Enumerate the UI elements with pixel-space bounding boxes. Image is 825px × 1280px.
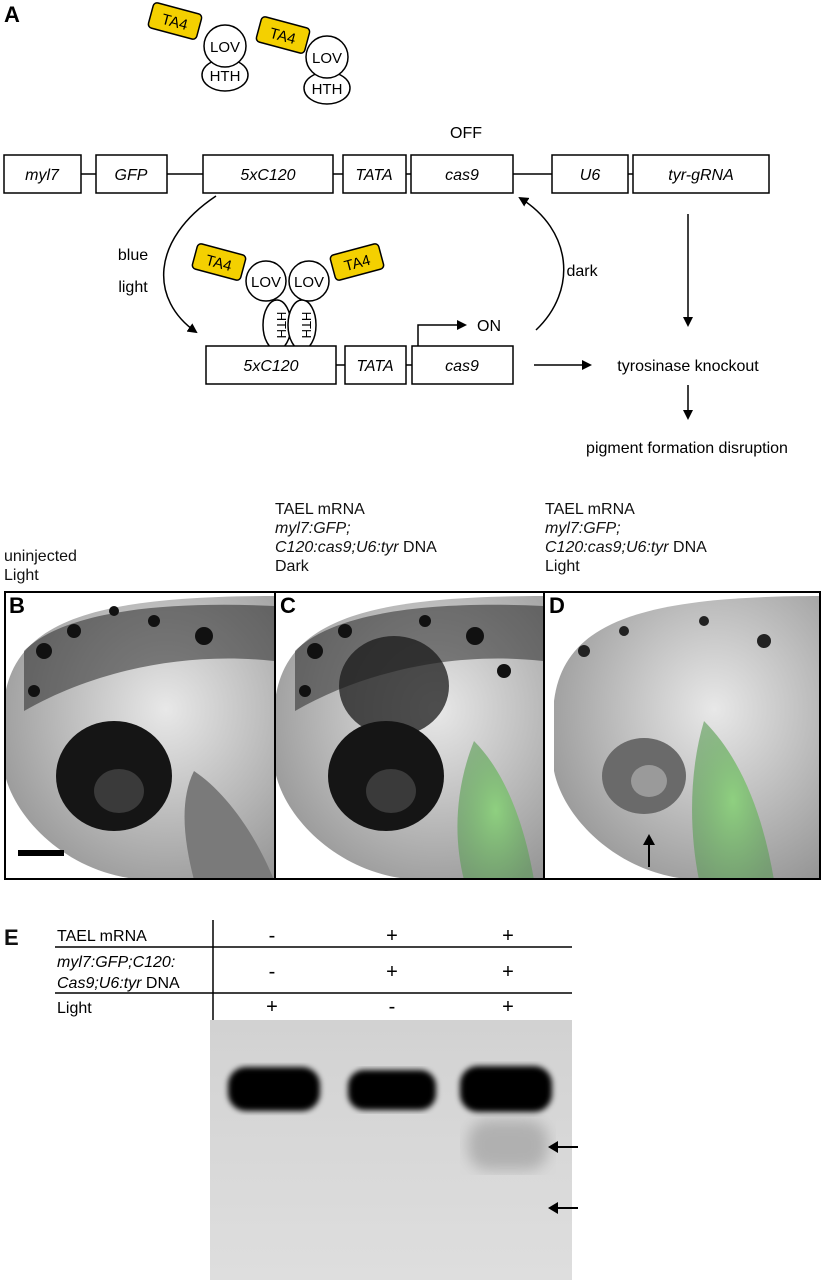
scale-bar [18,850,64,856]
box-tata: TATA [355,167,392,184]
val-r2-c2: + [502,996,514,1018]
gel-band-lane2 [348,1070,436,1110]
construct-top [3,154,770,194]
dark-label: dark [566,263,598,280]
disruption-label: pigment formation disruption [586,440,788,457]
svg-text:LOV: LOV [210,39,240,56]
panel-c-line3: C120:cas9;U6:tyr DNA [275,539,437,556]
panels-border [4,591,821,880]
svg-text:LOV: LOV [312,50,342,67]
panel-d-caption: TAEL mRNA myl7:GFP; C120:cas9;U6:tyr DNA… [545,500,707,576]
row-label-tael: TAEL mRNA [57,928,147,945]
svg-text:TA4: TA4 [268,25,298,48]
panel-letter-c: C [280,593,296,618]
val-r1-c1: + [386,961,398,983]
row-label-light: Light [57,1000,92,1017]
microscopy-panels: B C D [4,591,821,880]
protein-monomer-2: TA4 LOV HTH [255,16,351,105]
row-label-dna-b: Cas9;U6:tyr DNA [57,975,180,992]
protein-monomer-1: TA4 LOV HTH [147,2,249,92]
val-r2-c1: - [389,996,396,1018]
box-5xc120-b: 5xC120 [243,358,298,375]
svg-text:HTH: HTH [274,312,289,339]
panel-letter-b: B [9,593,25,618]
panel-c-caption: TAEL mRNA myl7:GFP; C120:cas9;U6:tyr DNA… [275,500,437,576]
box-tata-b: TATA [356,358,393,375]
panel-c-condition: Dark [275,558,309,575]
panel-b-line1: uninjected [4,548,77,565]
box-cas9-b: cas9 [445,358,479,375]
svg-text:TA4: TA4 [160,11,190,34]
protein-dimer: HTH HTH LOV LOV TA4 TA4 [191,243,385,351]
box-gfp: GFP [115,167,148,184]
panel-a-diagram: A TA4 LOV HTH TA4 LOV HTH OFF myl7 [3,2,788,457]
svg-text:HTH: HTH [210,68,241,85]
off-label: OFF [450,125,482,142]
val-r1-c0: - [269,961,276,983]
on-label: ON [477,318,501,335]
box-u6: U6 [580,167,601,184]
svg-text:HTH: HTH [312,81,343,98]
panel-letter-d: D [549,593,565,618]
gel-panel: TAEL mRNA myl7:GFP;C120: Cas9;U6:tyr DNA… [55,920,578,1280]
svg-text:HTH: HTH [299,312,314,339]
box-cas9: cas9 [445,167,479,184]
val-r2-c0: + [266,996,278,1018]
transcription-start-arrow [417,320,467,346]
box-5xc120: 5xC120 [240,167,295,184]
micrograph-d [544,591,821,880]
panel-b-condition: Light [4,567,39,584]
svg-text:LOV: LOV [251,274,281,291]
blue-light-label-1: blue [118,247,148,264]
svg-text:TA4: TA4 [342,252,372,275]
dark-arrow [518,196,565,331]
val-r1-c2: + [502,961,514,983]
row-label-dna-a: myl7:GFP;C120: [57,954,175,971]
panel-c-line2: myl7:GFP; [275,520,351,537]
gel-band-lane1 [228,1067,320,1111]
svg-text:LOV: LOV [294,274,324,291]
panel-letter-e: E [4,925,19,950]
val-r0-c2: + [502,925,514,947]
micrograph-c [275,591,543,880]
box-tyr-grna: tyr-gRNA [668,167,734,184]
blue-light-label-2: light [118,279,148,296]
knockout-label: tyrosinase knockout [617,358,759,375]
val-r0-c1: + [386,925,398,947]
val-r0-c0: - [269,925,276,947]
panel-d-line1: TAEL mRNA [545,501,635,518]
construct-bottom [205,345,514,385]
gel-band-lane3 [460,1066,552,1112]
panel-letter-a: A [4,2,20,27]
blue-light-arrow [163,195,217,334]
panel-c-line1: TAEL mRNA [275,501,365,518]
panel-d-line2: myl7:GFP; [545,520,621,537]
box-myl7: myl7 [25,167,60,184]
gel-cleavage-smear [468,1120,548,1170]
panel-d-condition: Light [545,558,580,575]
panel-d-arrowhead [643,834,655,845]
svg-text:TA4: TA4 [204,252,234,275]
panel-b-caption: uninjected Light [4,547,77,585]
micrograph-b [4,591,274,880]
panel-d-line3: C120:cas9;U6:tyr DNA [545,539,707,556]
